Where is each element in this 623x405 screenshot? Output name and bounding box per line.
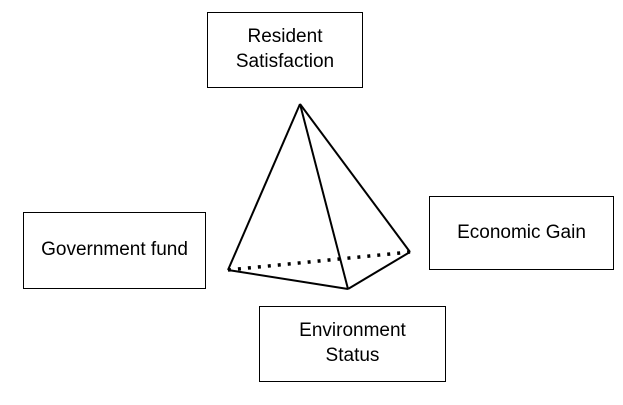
economic-gain-box: Economic Gain [429, 196, 614, 270]
environment-status-box: Environment Status [259, 306, 446, 382]
environment-status-line1: Environment [299, 320, 406, 342]
government-fund-box: Government fund [23, 212, 206, 289]
edge-apex-left [227, 103, 301, 271]
government-fund-label: Government fund [41, 239, 188, 261]
edge-front-right [347, 251, 411, 290]
edge-apex-right [299, 103, 411, 253]
edge-left-right-hidden [227, 250, 411, 272]
economic-gain-label: Economic Gain [457, 221, 586, 243]
resident-satisfaction-line2: Satisfaction [235, 51, 335, 72]
edge-left-front [227, 269, 349, 290]
edge-apex-front [299, 103, 349, 290]
resident-satisfaction-box: Resident Satisfaction [207, 12, 363, 88]
environment-status-line2: Status [325, 345, 380, 366]
resident-satisfaction-line1: Resident [247, 26, 323, 48]
